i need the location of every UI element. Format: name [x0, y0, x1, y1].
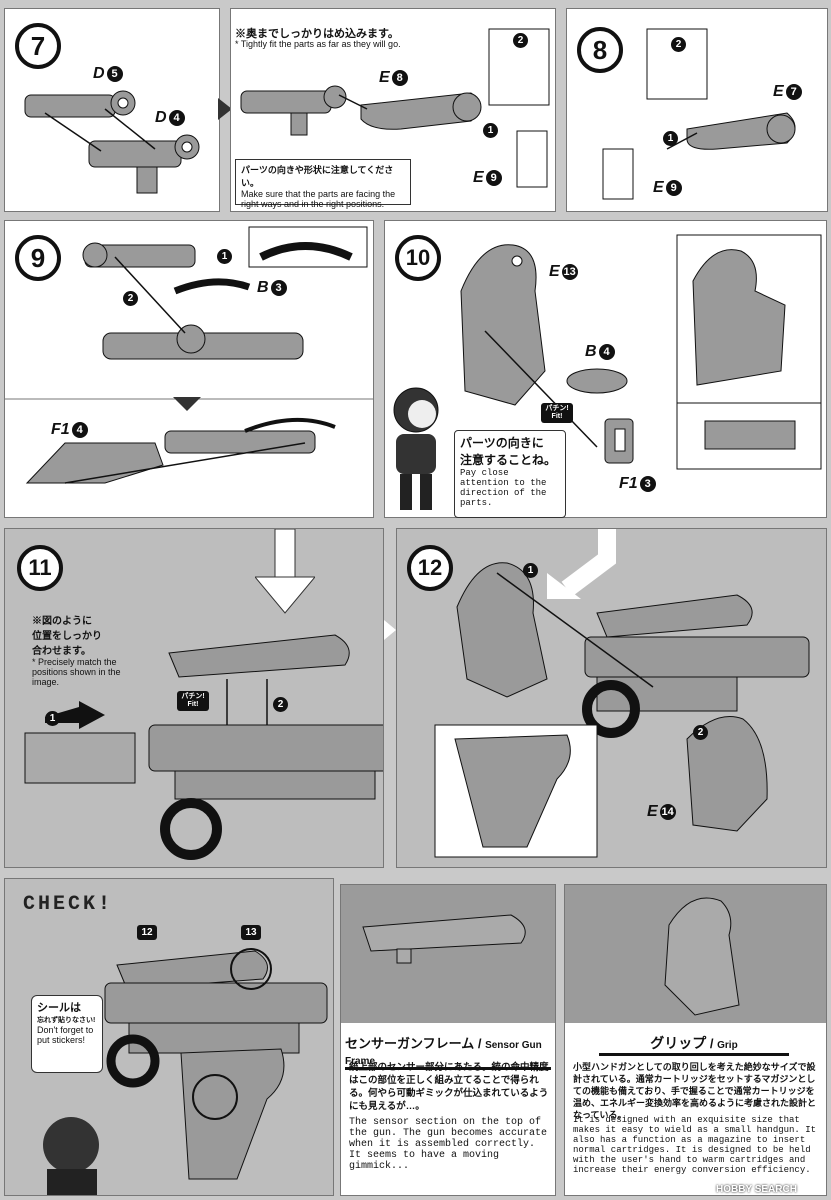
sticker-13: 13 — [241, 925, 261, 940]
order-badge-1: 1 — [217, 249, 232, 264]
order-badge-2: 2 — [273, 697, 288, 712]
speech-en: Don't forget to put stickers! — [37, 1025, 94, 1045]
down-arrow-icon — [255, 529, 315, 614]
step9-drawing — [5, 226, 373, 484]
step7b-panel: ※奥までしっかりはめ込みます。 * Tightly fit the parts … — [230, 8, 556, 212]
sticker-12: 12 — [137, 925, 157, 940]
step-arrow-icon — [384, 620, 396, 640]
position-note: ※図のように 位置をしっかり 合わせます。 * Precisely match … — [27, 609, 135, 695]
grip-panel: グリップ / Grip 小型ハンドガンとしての取り回しを考えた絶妙なサイズで設計… — [564, 884, 827, 1196]
note-en: * Precisely match the positions shown in… — [32, 657, 121, 687]
step7-number: 7 — [15, 23, 61, 69]
grip-desc-en: It is designed with an exquisite size th… — [573, 1115, 817, 1175]
callout-en: Pay close attention to the direction of … — [460, 468, 547, 508]
order-badge-2: 2 — [693, 725, 708, 740]
step11-number: 11 — [17, 545, 63, 591]
order-badge-1: 1 — [45, 711, 60, 726]
callout-jp-1: パーツの向きに — [460, 436, 544, 450]
warning-en: Make sure that the parts are facing the … — [241, 189, 396, 209]
step11-panel: 11 ※図のように 位置をしっかり 合わせます。 * Precisely mat… — [4, 528, 384, 868]
note-jp-3: 合わせます。 — [32, 646, 91, 657]
character-illustration — [393, 387, 439, 510]
sticker-speech: シールは 忘れず貼りなさい! Don't forget to put stick… — [31, 995, 103, 1073]
orientation-warning: パーツの向きや形状に注意してください。 Make sure that the p… — [235, 159, 411, 209]
order-badge-1: 1 — [483, 123, 498, 138]
sensor-panel: センサーガンフレーム / Sensor Gun Frame 銃上部のセンサー部分… — [340, 884, 556, 1196]
down-arrow-icon — [547, 529, 616, 599]
step11-drawing — [24, 634, 383, 860]
grip-title-en: Grip — [717, 1040, 738, 1051]
barrel-parts-drawing — [24, 90, 200, 194]
step10-number: 10 — [395, 235, 441, 281]
speech-jp-2: 忘れず貼りなさい! — [37, 1017, 96, 1024]
sensor-title-en: Sensor Gun Frame — [345, 1040, 542, 1067]
grip-title: グリップ / Grip — [599, 1033, 789, 1056]
order-badge-1: 1 — [523, 563, 538, 578]
sensor-title-jp: センサーガンフレーム — [345, 1036, 475, 1051]
order-badge-2: 2 — [123, 291, 138, 306]
sensor-title: センサーガンフレーム / Sensor Gun Frame — [345, 1033, 551, 1070]
grip-parts-drawing — [460, 234, 822, 470]
warning-jp: パーツの向きや形状に注意してください。 — [241, 165, 394, 188]
order-badge-1: 1 — [663, 131, 678, 146]
fit-note-en: * Tightly fit the parts as far as they w… — [235, 39, 401, 49]
grip-drawing — [664, 897, 740, 1016]
sensor-frame-drawing — [362, 914, 526, 964]
watermark: HOBBY SEARCH — [716, 1184, 797, 1195]
order-badge-2: 2 — [671, 37, 686, 52]
fit-note-jp: ※奥までしっかりはめ込みます。 — [235, 28, 399, 40]
step8-number: 8 — [577, 27, 623, 73]
sensor-image-frame — [341, 885, 555, 1023]
note-jp-1: ※図のように — [32, 616, 92, 627]
check-panel: CHECK! 12 13 シールは 忘れず貼りなさい! Don't forget… — [4, 878, 334, 1196]
order-badge-2: 2 — [513, 33, 528, 48]
sensor-desc-en: The sensor section on the top of the gun… — [349, 1117, 548, 1172]
step-arrow-icon — [218, 98, 232, 120]
check-title: CHECK! — [23, 893, 114, 916]
sensor-desc-jp: 銃上部のセンサー部分にあたる。銃の命中精度はこの部位を正しく組み立てることで得ら… — [349, 1062, 549, 1112]
step12-number: 12 — [407, 545, 453, 591]
note-jp-2: 位置をしっかり — [32, 631, 102, 642]
fit-badge: パチン! Fit! — [541, 403, 573, 423]
finished-gun-drawing — [43, 948, 328, 1195]
speech-jp-1: シールは — [37, 1002, 81, 1014]
orientation-callout: パーツの向きに 注意することね。 Pay close attention to … — [454, 430, 566, 518]
step12-drawing — [434, 562, 810, 858]
callout-jp-2: 注意することね。 — [460, 453, 557, 467]
step8-drawing — [602, 28, 796, 200]
step9-number: 9 — [15, 235, 61, 281]
grip-title-jp: グリップ — [650, 1035, 707, 1051]
fit-badge: パチン! Fit! — [177, 691, 209, 711]
grip-desc-jp: 小型ハンドガンとしての取り回しを考えた絶妙なサイズで設計されている。通常カートリ… — [573, 1062, 817, 1120]
